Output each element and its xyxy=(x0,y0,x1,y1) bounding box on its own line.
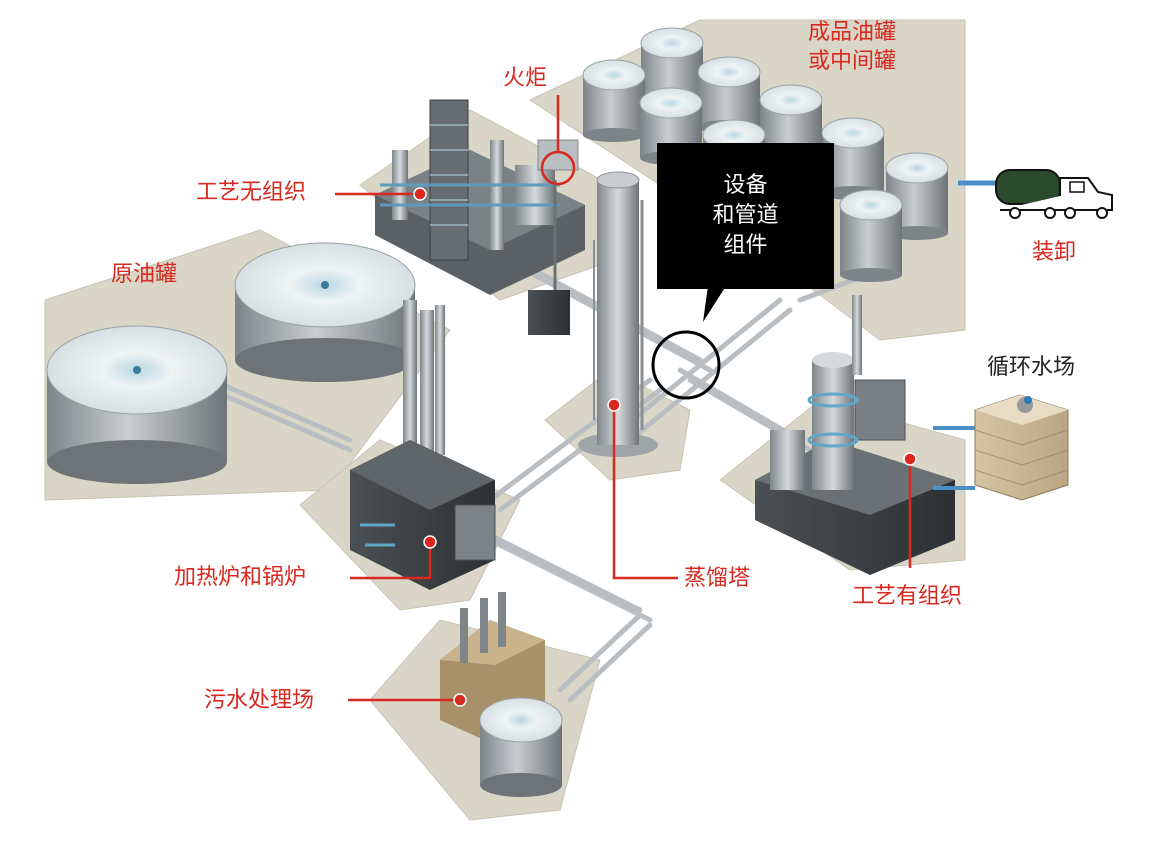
dot-process-point xyxy=(903,452,917,466)
label-flare: 火炬 xyxy=(503,66,548,91)
equipment-label-line2: 和管道 xyxy=(712,203,779,228)
equipment-label-line1: 设备 xyxy=(723,173,768,198)
label-heater-boiler: 加热炉和锅炉 xyxy=(174,565,307,590)
equipment-callout-box: 设备 和管道 组件 xyxy=(657,143,834,289)
product-tank xyxy=(582,59,646,142)
callout-leaders xyxy=(335,95,912,702)
heater-boiler xyxy=(350,300,496,590)
leader-heater xyxy=(350,545,432,580)
wastewater-plant xyxy=(440,592,563,797)
label-product-tanks-1: 成品油罐 xyxy=(808,20,897,45)
label-cooling-tower: 循环水场 xyxy=(987,355,1076,380)
label-process-fugitive: 工艺无组织 xyxy=(196,180,307,205)
equipment-callout-pointer xyxy=(651,286,726,400)
crude-tanks xyxy=(46,242,416,484)
process-unit-fugitive xyxy=(375,99,585,335)
dot-process-fugitive xyxy=(413,187,427,201)
label-crude-tanks: 原油罐 xyxy=(111,262,178,287)
marker-pipe-joint xyxy=(651,330,721,400)
cooling-tower-icon xyxy=(933,394,1069,501)
equipment-label-line3: 组件 xyxy=(723,233,768,258)
crude-tank-rear xyxy=(234,242,416,382)
dot-distillation xyxy=(607,398,621,412)
callout-dots xyxy=(413,187,917,707)
label-distillation: 蒸馏塔 xyxy=(684,566,751,591)
equipment-callout-text: 设备 和管道 组件 xyxy=(657,171,834,261)
product-tank xyxy=(839,189,903,282)
process-unit-point xyxy=(755,295,955,575)
dot-wastewater xyxy=(453,693,467,707)
marker-flare xyxy=(540,150,576,186)
label-wastewater: 污水处理场 xyxy=(204,688,315,713)
dot-heater xyxy=(423,535,437,549)
label-loading: 装卸 xyxy=(1032,240,1077,265)
label-process-point: 工艺有组织 xyxy=(852,584,963,609)
tanker-truck-icon xyxy=(958,169,1113,219)
leader-distillation xyxy=(612,408,678,580)
wastewater-tank xyxy=(479,697,563,797)
label-product-tanks-2: 或中间罐 xyxy=(808,49,897,74)
crude-tank-front xyxy=(46,325,228,484)
